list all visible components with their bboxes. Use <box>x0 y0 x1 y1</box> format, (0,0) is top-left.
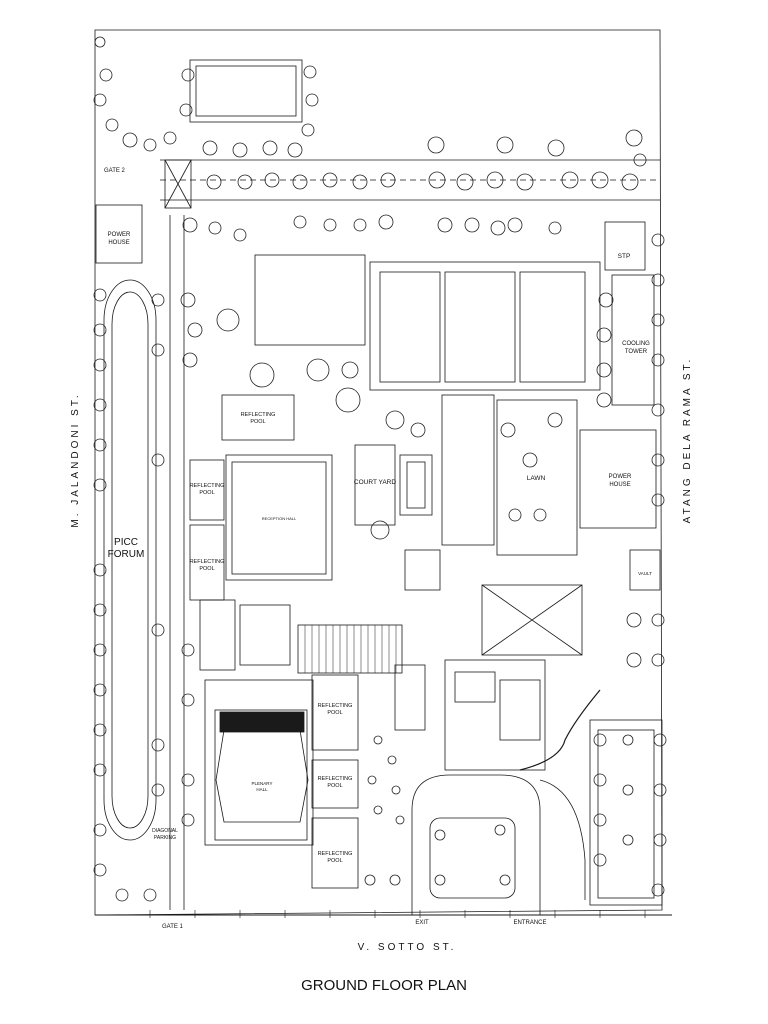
gate-2-label: GATE 2 <box>104 168 126 174</box>
east-street-label: ATANG DELA RAMA ST. <box>682 357 693 524</box>
exit-label: EXIT <box>415 920 429 926</box>
plan-title: GROUND FLOOR PLAN <box>301 977 467 994</box>
site-boundary <box>94 29 663 916</box>
north-parking <box>189 59 303 123</box>
power-house-nw <box>95 204 143 264</box>
entrance-drive <box>411 774 541 915</box>
gate-1-label: GATE 1 <box>162 924 184 930</box>
cooling-tower <box>611 274 655 406</box>
picc-forum-track <box>103 279 157 841</box>
west-street-label: M. JALANDONI ST. <box>70 392 81 527</box>
entrance-label: ENTRANCE <box>513 920 546 926</box>
reception-hall-label: RECEPTION HALL <box>262 516 297 521</box>
court-yard-label: COURT YARD <box>354 479 396 486</box>
power-house-e <box>579 429 657 529</box>
court-yard <box>354 444 396 526</box>
south-street-label: V. SOTTO ST. <box>358 942 457 953</box>
vault-label: VAULT <box>638 571 652 576</box>
reception-hall <box>225 454 333 581</box>
stp-label: STP <box>618 253 631 260</box>
trees <box>93 36 667 902</box>
lawn-label: LAWN <box>527 475 546 482</box>
